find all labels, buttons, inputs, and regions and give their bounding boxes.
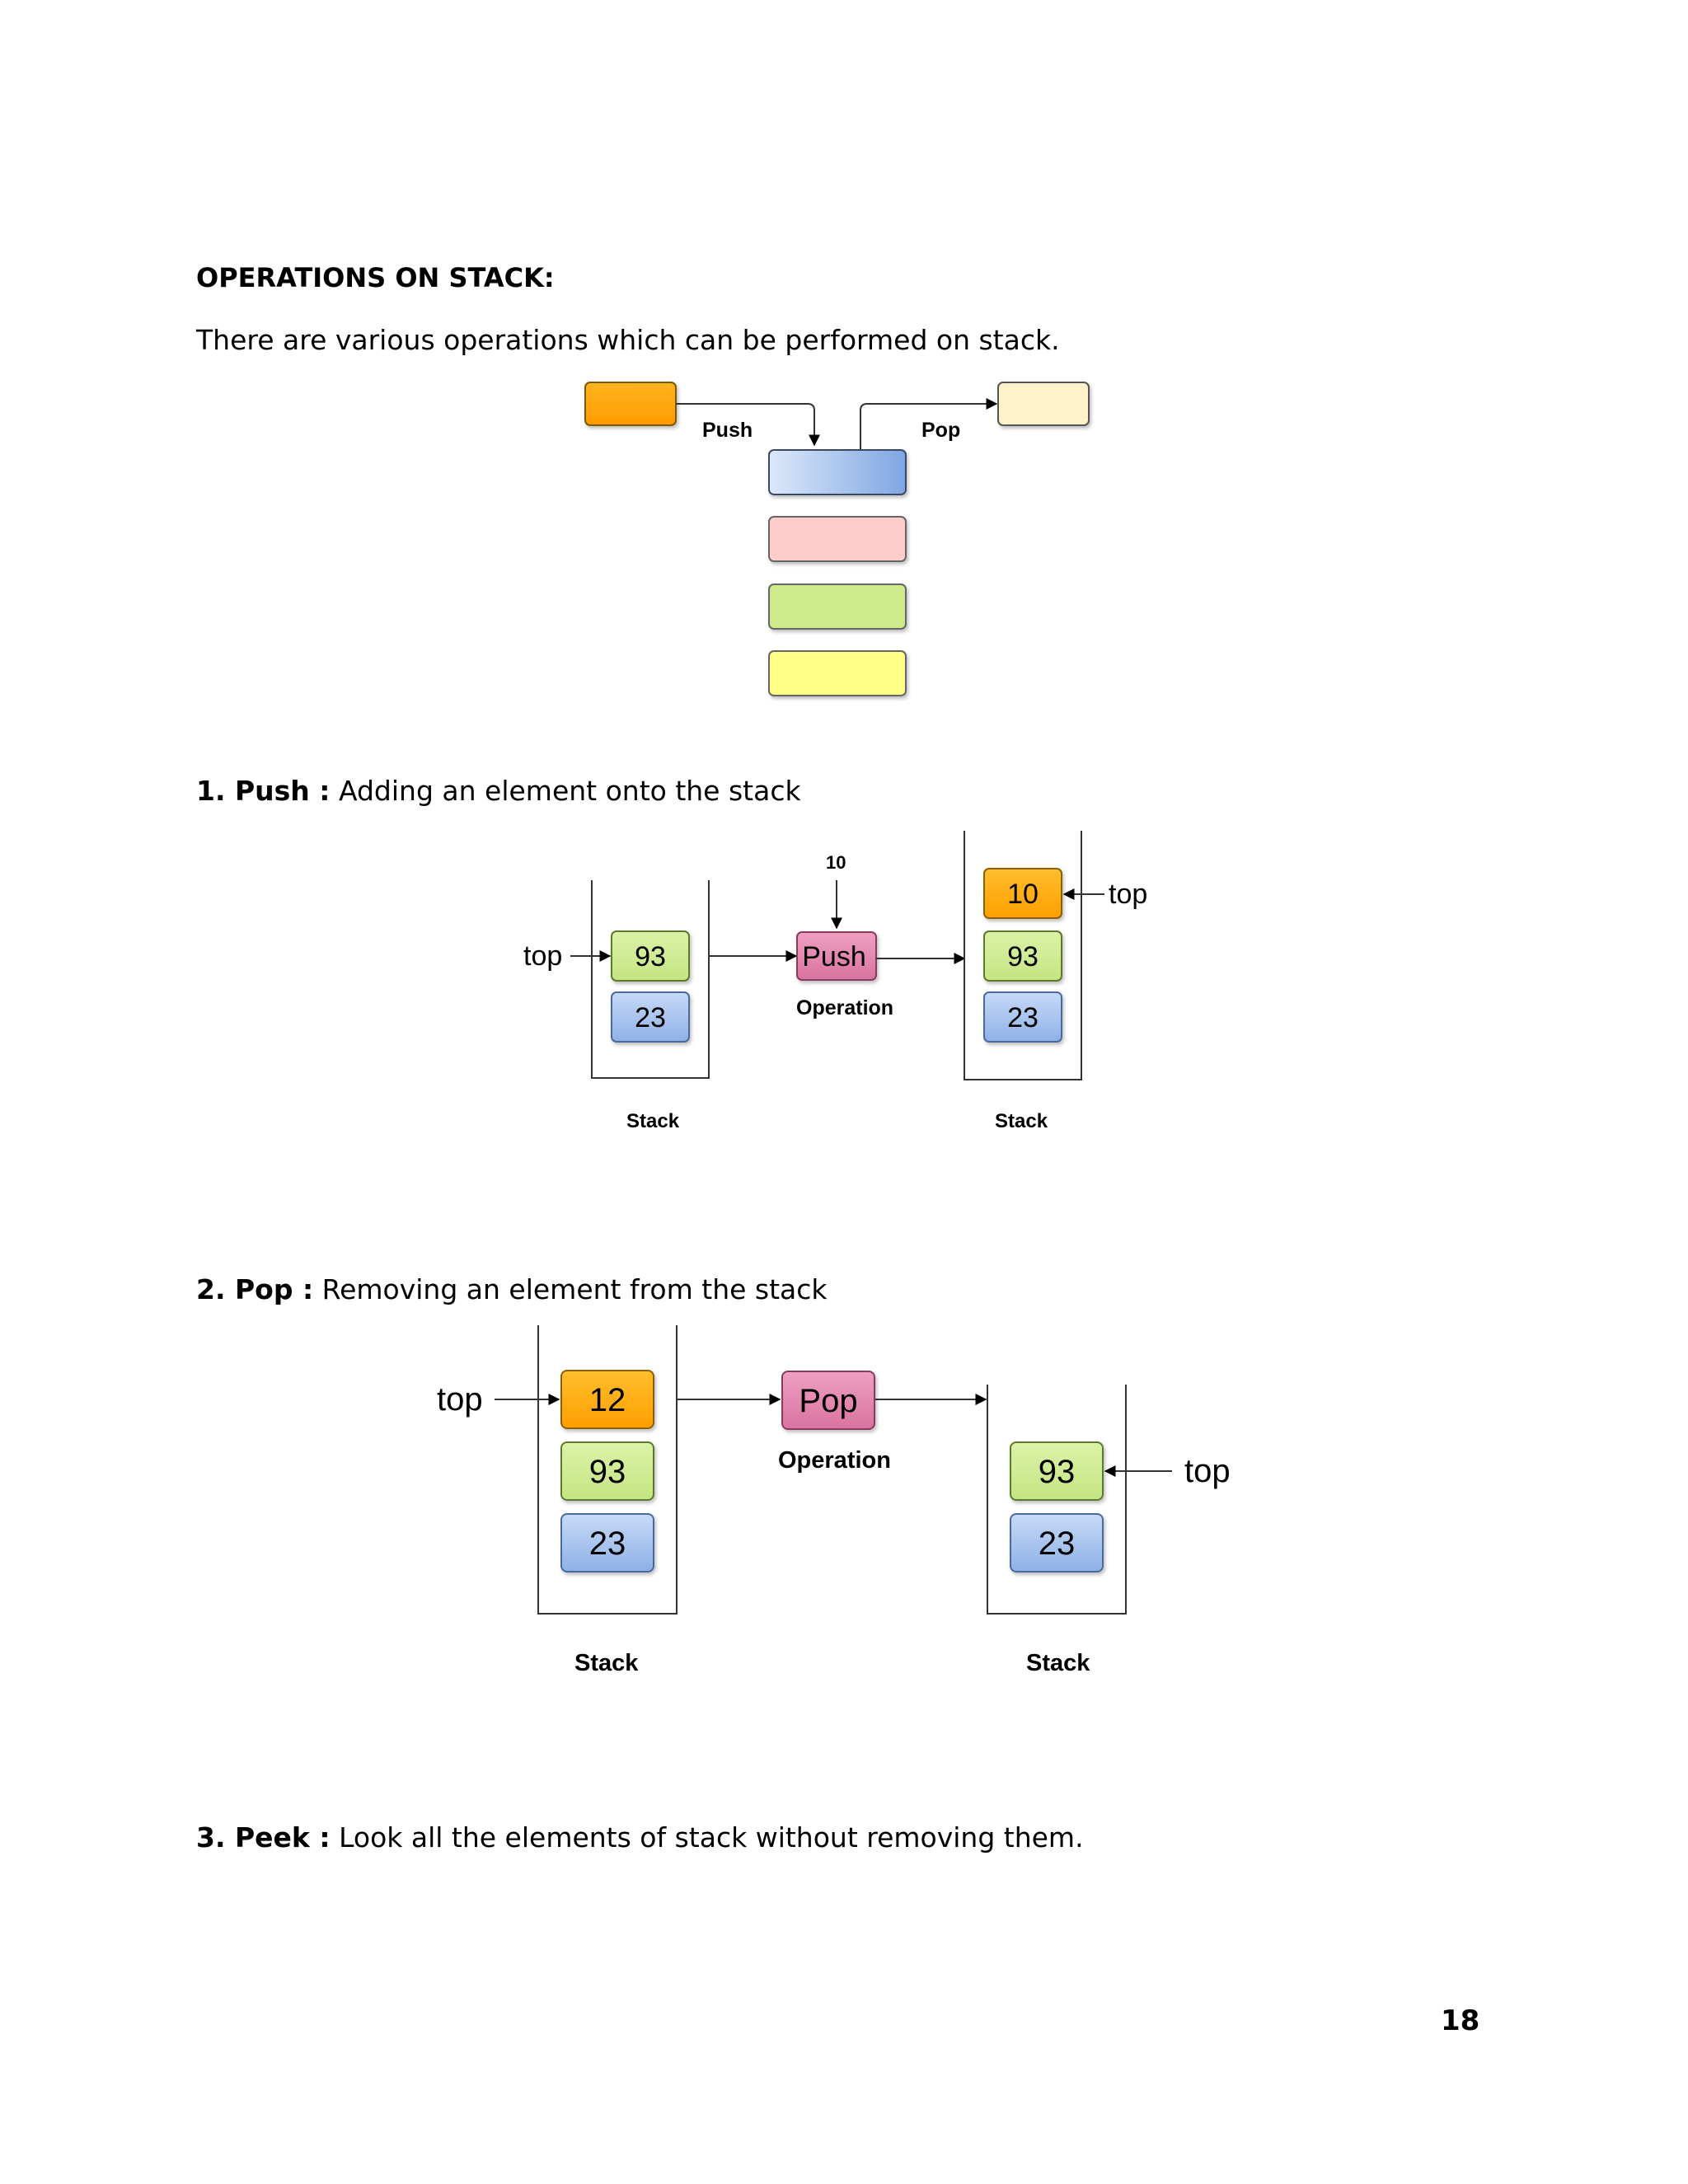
pop-operation-label: Pop xyxy=(799,1383,857,1419)
pop-before-value-3: 23 xyxy=(589,1526,626,1562)
section-heading: OPERATIONS ON STACK: xyxy=(196,262,555,293)
incoming-block xyxy=(584,382,677,426)
push-before-stack-container xyxy=(591,880,710,1079)
push-top-label-left: top xyxy=(523,940,562,972)
pop-before-cell-3 xyxy=(560,1513,654,1572)
push-before-value-1: 93 xyxy=(635,941,666,972)
stack-block-pink xyxy=(768,516,907,562)
pop-before-cell-2 xyxy=(560,1441,654,1501)
pop-after-value-2: 23 xyxy=(1039,1526,1076,1562)
pop-heading: 2. Pop : Removing an element from the st… xyxy=(196,1273,828,1306)
stack-block-green xyxy=(768,583,907,630)
pop-top-label-right: top xyxy=(1184,1453,1231,1489)
push-heading: 1. Push : Adding an element onto the sta… xyxy=(196,775,801,808)
push-before-cell-1 xyxy=(611,930,690,982)
pop-before-value-1: 12 xyxy=(589,1382,626,1418)
pop-operation-caption: Operation xyxy=(778,1447,891,1474)
stack-block-top xyxy=(768,449,907,495)
push-before-caption: Stack xyxy=(626,1110,680,1132)
push-after-cell-1 xyxy=(983,868,1062,919)
outgoing-block xyxy=(997,382,1090,426)
pop-arrow xyxy=(860,398,998,449)
push-after-value-1: 10 xyxy=(1007,879,1039,910)
peek-heading: 3. Peek : Look all the elements of stack… xyxy=(196,1821,1084,1854)
pop-operation-block xyxy=(781,1371,875,1430)
pop-heading-desc: Removing an element from the stack xyxy=(313,1273,828,1305)
page-number: 18 xyxy=(1441,2004,1480,2037)
pop-after-stack-container xyxy=(987,1385,1127,1615)
pop-after-value-1: 93 xyxy=(1039,1454,1076,1490)
push-diagram: 93 23 top Stack 10 Push Operation 10 93 … xyxy=(523,831,1147,1132)
pop-after-cell-2 xyxy=(1010,1513,1104,1572)
push-after-cell-2 xyxy=(983,930,1062,982)
push-before-value-2: 23 xyxy=(635,1002,666,1033)
push-before-cell-2 xyxy=(611,991,690,1043)
push-top-label-right: top xyxy=(1109,879,1147,910)
pop-diagram: 12 93 23 top Stack Pop Operation 93 23 t… xyxy=(437,1325,1231,1676)
pop-before-cell-1 xyxy=(560,1370,654,1429)
overview-diagram: Push Pop xyxy=(584,382,1090,696)
push-operation-block xyxy=(796,931,877,981)
push-heading-desc: Adding an element onto the stack xyxy=(330,775,801,807)
push-incoming-value: 10 xyxy=(826,852,846,873)
push-after-value-2: 93 xyxy=(1007,941,1039,972)
pop-heading-label: 2. Pop : xyxy=(196,1273,314,1305)
intro-paragraph: There are various operations which can b… xyxy=(196,324,1060,356)
pop-label: Pop xyxy=(921,419,960,442)
pop-top-label-left: top xyxy=(437,1381,483,1418)
push-arrow xyxy=(676,403,820,447)
pop-before-value-2: 93 xyxy=(589,1454,626,1490)
push-after-value-3: 23 xyxy=(1007,1002,1039,1033)
pop-before-caption: Stack xyxy=(574,1650,639,1676)
push-after-stack-container xyxy=(964,831,1082,1080)
push-label: Push xyxy=(702,419,753,442)
push-operation-label: Push xyxy=(802,941,866,972)
push-after-caption: Stack xyxy=(995,1110,1048,1132)
push-heading-label: 1. Push : xyxy=(196,775,331,807)
pop-after-caption: Stack xyxy=(1026,1650,1090,1676)
push-operation-caption: Operation xyxy=(796,996,893,1019)
peek-heading-desc: Look all the elements of stack without r… xyxy=(330,1821,1084,1854)
pop-after-cell-1 xyxy=(1010,1441,1104,1501)
pop-before-stack-container xyxy=(537,1325,678,1615)
stack-block-yellow xyxy=(768,650,907,696)
push-after-cell-3 xyxy=(983,991,1062,1043)
peek-heading-label: 3. Peek : xyxy=(196,1821,331,1854)
